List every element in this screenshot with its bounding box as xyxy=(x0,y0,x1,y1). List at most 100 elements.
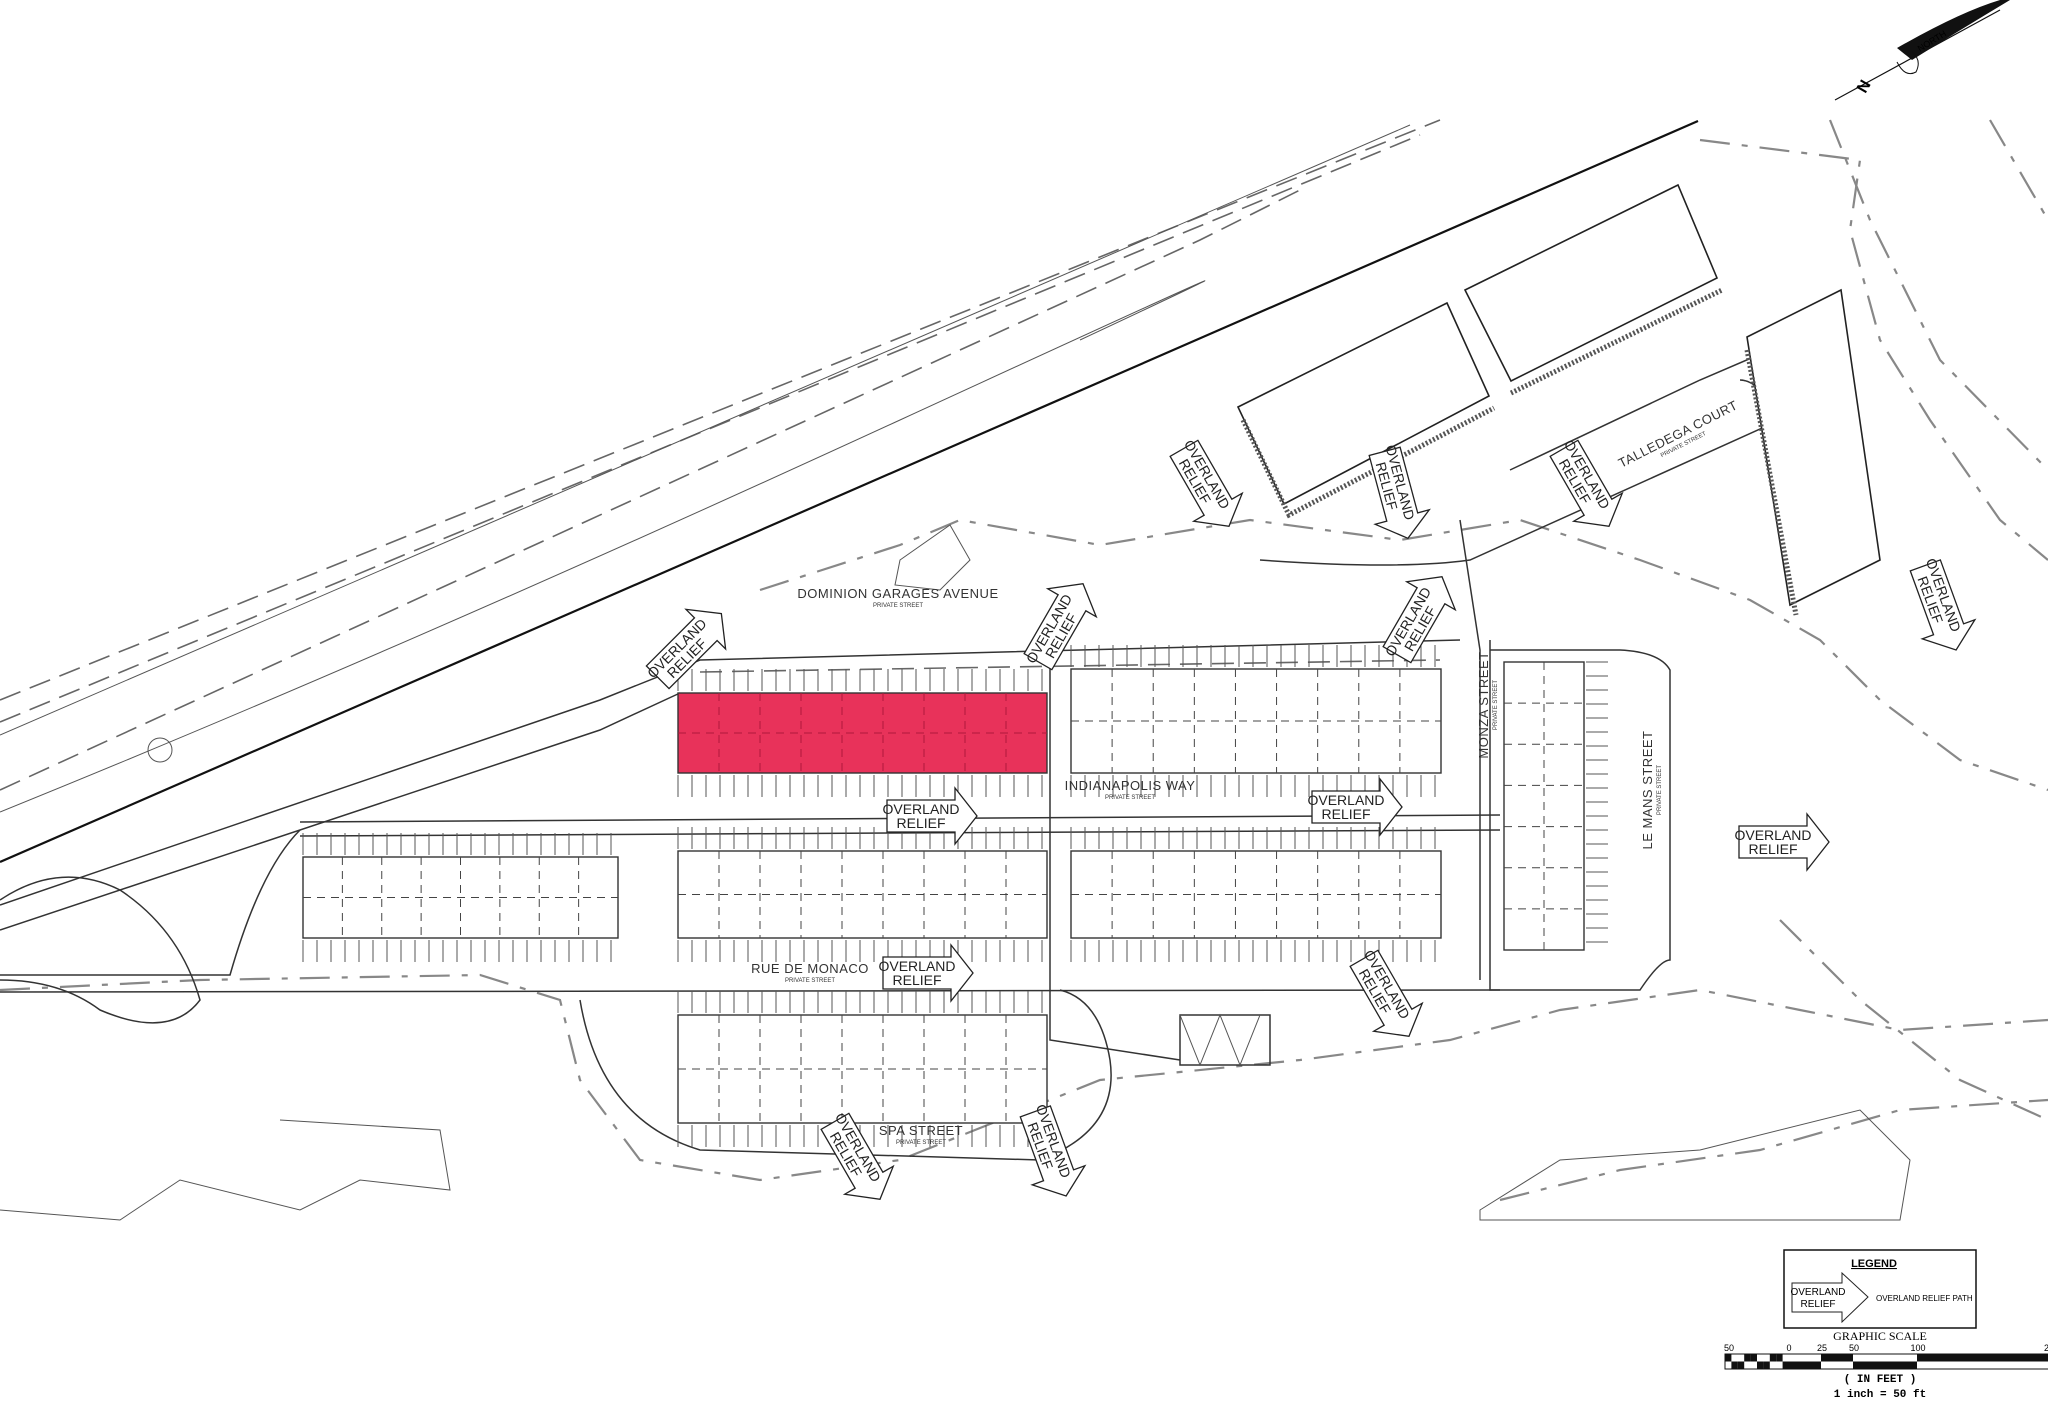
street-type: PRIVATE STREET xyxy=(1493,680,1499,730)
arrow-label-line1: OVERLAND xyxy=(1734,827,1811,843)
tree-icon xyxy=(147,737,173,763)
scale-segment xyxy=(1763,1361,1770,1369)
scale-segment xyxy=(1821,1354,1853,1362)
scale-segment xyxy=(1782,1361,1789,1369)
building-block xyxy=(1070,827,1442,962)
highway-corridor xyxy=(0,119,1699,864)
scale-segment xyxy=(1917,1354,2048,1362)
building-block xyxy=(302,833,619,962)
street-label-dominion: DOMINION GARAGES AVENUE PRIVATE STREET xyxy=(797,586,998,609)
scale-tick: 0 xyxy=(1786,1343,1791,1353)
arrow-icon xyxy=(1909,559,1977,651)
ne-buildings xyxy=(1236,183,1881,616)
arrow-label-line2: RELIEF xyxy=(1321,806,1370,822)
scale-segment xyxy=(1737,1361,1745,1369)
scale-segment xyxy=(1769,1354,1777,1362)
street-type: PRIVATE STREET xyxy=(1657,765,1663,815)
scale-tick: 25 xyxy=(1817,1343,1827,1353)
arrow-icon xyxy=(882,943,974,1003)
scale-segment xyxy=(1750,1354,1757,1362)
legend-symbol-line1: OVERLAND xyxy=(1790,1287,1845,1298)
street-label-spa: SPA STREET PRIVATE STREET xyxy=(879,1123,963,1146)
arrow-icon xyxy=(1549,439,1624,528)
north-arrow: NORTH N xyxy=(1834,0,2010,101)
street-name: DOMINION GARAGES AVENUE xyxy=(797,586,998,601)
scale-segment xyxy=(1853,1361,1917,1369)
graphic-scale: GRAPHIC SCALE 50 0 25 50 100 200 ( IN FE… xyxy=(1724,1329,2048,1401)
street-label-indianapolis: INDIANAPOLIS WAY PRIVATE STREET xyxy=(1065,778,1196,801)
scale-bar xyxy=(1724,1353,2048,1370)
arrow-icon xyxy=(1311,777,1403,837)
arrow-label-line1: OVERLAND xyxy=(882,801,959,817)
arrow-icon xyxy=(820,1112,895,1201)
street-type: PRIVATE STREET xyxy=(1105,795,1155,801)
property-line xyxy=(0,119,1699,864)
street-type: PRIVATE STREET xyxy=(896,1140,946,1146)
arrow-icon xyxy=(1023,582,1098,671)
site-roads xyxy=(0,349,1782,1161)
building-blocks xyxy=(302,645,1608,1147)
scale-title: GRAPHIC SCALE xyxy=(1833,1329,1927,1343)
arrow-icon xyxy=(1019,1105,1087,1197)
street-name: RUE DE MONACO xyxy=(751,961,869,976)
building-ne-2 xyxy=(1463,183,1719,383)
legend-item-label: OVERLAND RELIEF PATH xyxy=(1876,1294,1973,1303)
scale-segment xyxy=(1744,1354,1751,1362)
arrow-icon xyxy=(1368,446,1431,540)
arrow-icon xyxy=(886,786,978,846)
legend-symbol-line2: RELIEF xyxy=(1800,1299,1835,1310)
street-name: TALLEDEGA COURT xyxy=(1616,397,1740,470)
building-ne-3 xyxy=(1746,288,1881,607)
street-name: MONZA STREET xyxy=(1476,651,1491,758)
scale-tick: 50 xyxy=(1849,1343,1859,1353)
building-block xyxy=(1503,661,1608,951)
scale-tick: 100 xyxy=(1910,1343,1925,1353)
scale-tick: 50 xyxy=(1724,1343,1734,1353)
street-name: LE MANS STREET xyxy=(1640,731,1655,850)
street-name: INDIANAPOLIS WAY xyxy=(1065,778,1196,793)
arrow-icon xyxy=(645,608,727,690)
scale-segment xyxy=(1725,1354,1732,1362)
street-name: SPA STREET xyxy=(879,1123,963,1138)
arrow-icon xyxy=(1349,949,1424,1038)
building-block xyxy=(677,991,1048,1147)
arrow-label-line2: RELIEF xyxy=(1748,841,1797,857)
scale-segment xyxy=(1776,1354,1783,1362)
arrow-icon xyxy=(1738,812,1830,872)
scale-segment xyxy=(1757,1361,1764,1369)
building-ne-1 xyxy=(1236,301,1491,506)
building-block xyxy=(677,827,1048,962)
street-label-monaco: RUE DE MONACO PRIVATE STREET xyxy=(751,961,869,984)
street-type: PRIVATE STREET xyxy=(785,978,835,984)
scale-segment xyxy=(1789,1361,1821,1369)
building-highlighted[interactable] xyxy=(677,669,1048,797)
arrow-label-line1: OVERLAND xyxy=(1307,792,1384,808)
arrow-label-line2: RELIEF xyxy=(896,815,945,831)
scale-units: ( IN FEET ) xyxy=(1844,1374,1917,1386)
legend-title: LEGEND xyxy=(1851,1258,1897,1270)
legend: LEGEND OVERLAND RELIEF OVERLAND RELIEF P… xyxy=(1783,1249,1977,1329)
crosshatch-pad xyxy=(1179,1014,1271,1066)
contours xyxy=(0,119,2048,1221)
legend-arrow-icon xyxy=(1791,1271,1869,1324)
scale-segment xyxy=(1731,1361,1738,1369)
arrow-icon xyxy=(1382,575,1457,664)
scale-tick: 200 xyxy=(2044,1343,2048,1353)
arrow-icon xyxy=(1169,439,1244,528)
street-type: PRIVATE STREET xyxy=(873,603,923,609)
building-block xyxy=(1070,645,1442,797)
arrow-label-line2: RELIEF xyxy=(892,972,941,988)
arrow-label-line1: OVERLAND xyxy=(878,958,955,974)
